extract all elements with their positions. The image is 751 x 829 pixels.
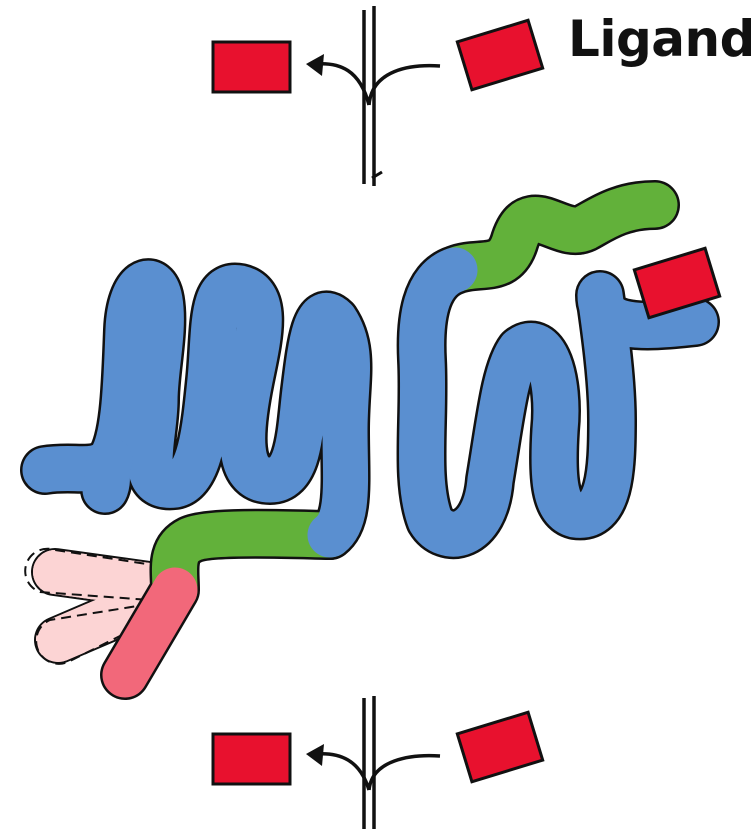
- ligand-label: Ligand: [568, 14, 751, 64]
- blue-domain-nub: [105, 460, 110, 490]
- top-ligand-right-icon: [457, 20, 542, 89]
- top-ligand-left-icon: [213, 42, 290, 92]
- bottom-ligand-left-icon: [213, 734, 290, 784]
- bottom-ligand-right-icon: [457, 712, 542, 781]
- bottom-channel-icon: [364, 696, 374, 829]
- green-linker-top: [455, 205, 655, 270]
